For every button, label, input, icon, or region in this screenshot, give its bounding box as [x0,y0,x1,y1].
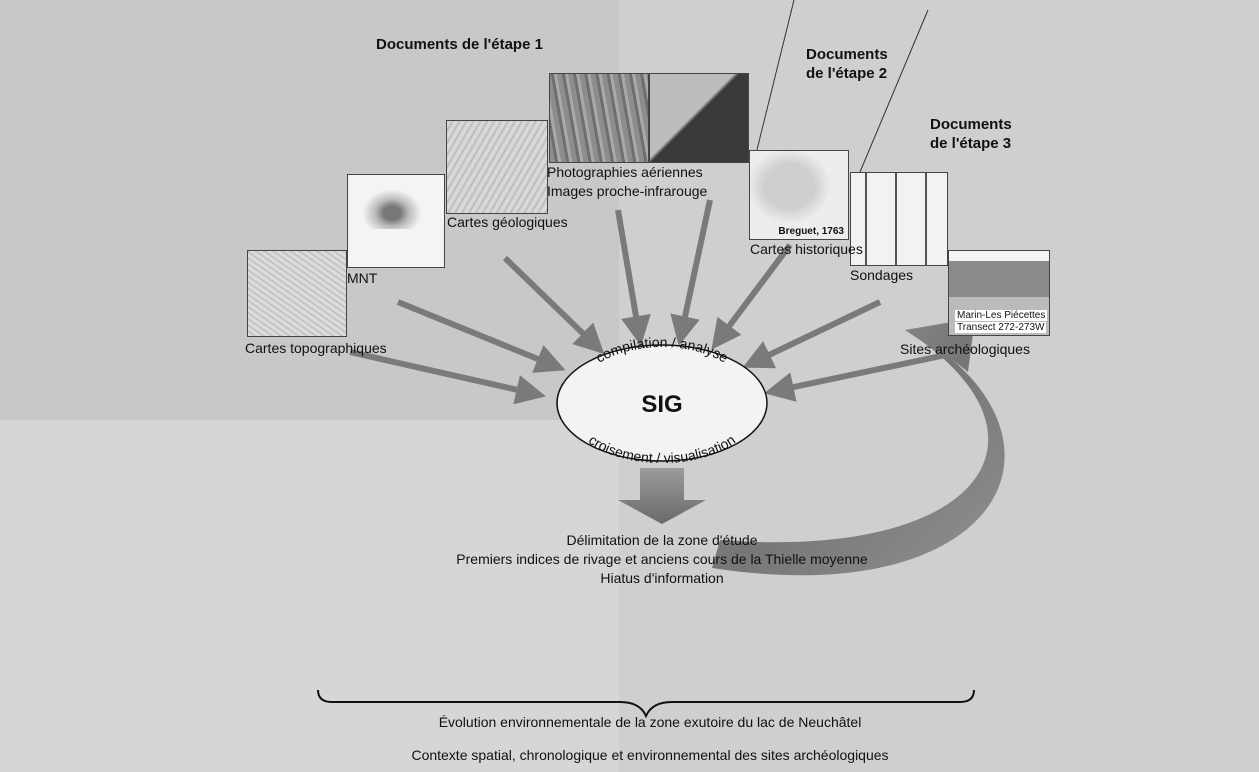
input-arrows [349,199,961,405]
output-line1: Évolution environnementale de la zone ex… [438,714,862,730]
curly-brace [317,689,975,719]
aerial-photo-thumbnail [549,73,649,163]
result-line2: Premiers indices de rivage et anciens co… [456,551,868,567]
pointer-line [859,9,929,173]
historic-map-thumbnail: Breguet, 1763 [749,150,849,240]
photo-label-line1: Photographies aériennes [547,164,703,180]
result-line1: Délimitation de la zone d'étude [566,532,758,548]
sig-ellipse [556,344,768,462]
etape1-header: Documents de l'étape 1 [376,36,543,53]
mnt-thumbnail [347,174,445,268]
topo-map-thumbnail [247,250,347,337]
hist-label: Cartes historiques [750,241,863,257]
return-curve-arrow [712,318,1005,576]
sites-label: Sites archéologiques [900,341,1030,357]
archaeological-site-thumbnail: Marin-Les Piécettes Transect 272-273W [948,250,1050,336]
historic-map-caption: Breguet, 1763 [778,226,844,237]
sondages-thumbnail [850,172,948,266]
pointer-line [751,0,795,171]
etape2-header-line2: de l'étape 2 [806,65,888,82]
output-line2: Contexte spatial, chronologique et envir… [411,747,889,763]
sondages-label: Sondages [850,267,914,283]
result-line3: Hiatus d'information [600,570,724,586]
infrared-image-thumbnail [649,73,749,163]
site-caption-line2: Transect 272-273W [955,322,1047,333]
etape3-header-line1: Documents [930,116,1012,133]
photo-label-line2: Images proche-infrarouge [547,183,708,199]
mnt-label: MNT [347,270,378,286]
site-caption-line1: Marin-Les Piécettes [955,310,1048,321]
geo-label: Cartes géologiques [447,214,568,230]
etape2-header-line1: Documents [806,46,888,63]
down-arrow [618,468,706,524]
geo-map-thumbnail [446,120,548,214]
etape3-header-line2: de l'étape 3 [930,135,1012,152]
topo-label: Cartes topographiques [245,340,387,356]
sig-title: SIG [641,391,682,418]
